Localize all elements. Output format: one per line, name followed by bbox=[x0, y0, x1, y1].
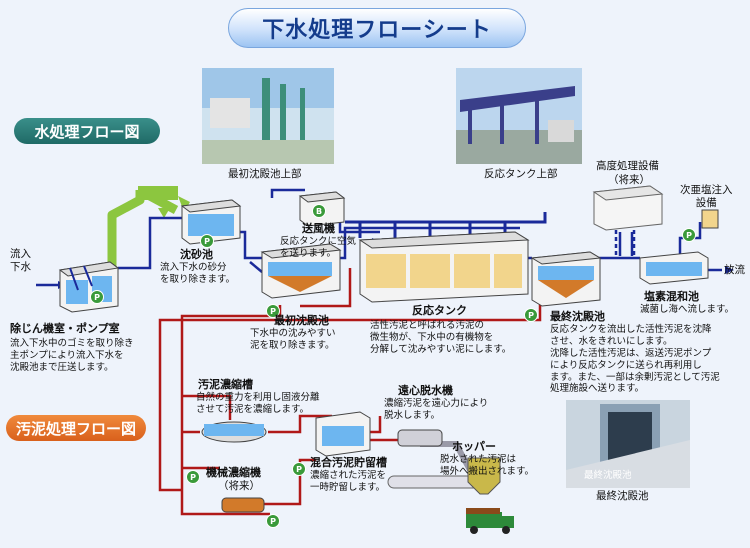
blower-marker: B bbox=[312, 204, 326, 218]
water-flow-badge: 水処理フロー図 bbox=[14, 118, 160, 144]
label-inflow: 流入 下水 bbox=[10, 248, 31, 274]
photo-final-clarifier bbox=[566, 400, 690, 488]
photo-caption-final: 最終沈殿池 bbox=[596, 490, 649, 502]
hopper bbox=[467, 457, 501, 495]
label-final: 最終沈殿池 bbox=[550, 310, 605, 323]
grit-hopper-icon bbox=[158, 208, 170, 218]
tank-final bbox=[530, 251, 602, 307]
sludge-flow-badge: 汚泥処理フロー図 bbox=[6, 415, 146, 441]
photo-overlay-final: 最終沈殿池 bbox=[584, 470, 632, 481]
label-hopper: ホッパー bbox=[452, 440, 496, 453]
label-gravity: 汚泥濃縮槽 bbox=[198, 378, 253, 391]
label-centrifuge: 遠心脱水機 bbox=[398, 384, 453, 397]
desc-final: 反応タンクを流出した活性汚泥を沈降 させ、水をきれいにします。 沈降した活性汚泥… bbox=[550, 324, 720, 395]
page-title: 下水処理フローシート bbox=[228, 8, 526, 48]
tank-reactor bbox=[358, 231, 530, 303]
tank-mixed-storage bbox=[315, 411, 371, 457]
centrifuge bbox=[397, 429, 443, 447]
pump-marker: P bbox=[200, 234, 214, 248]
desc-mixed: 濃縮された汚泥を 一時貯留します。 bbox=[310, 470, 387, 493]
desc-hopper: 脱水された汚泥は 場外へ搬出されます。 bbox=[440, 454, 535, 477]
mech-thickener bbox=[221, 497, 265, 513]
desc-centrifuge: 濃縮汚泥を遠心力により 脱水します。 bbox=[384, 398, 489, 421]
inflow-channel bbox=[138, 186, 178, 200]
advanced-link-dashed bbox=[614, 230, 636, 258]
label-screen-pump: 除じん機室・ポンプ室 bbox=[10, 322, 120, 335]
label-discharge: 放流 bbox=[724, 264, 745, 276]
label-hypo: 次亜塩注入 設備 bbox=[680, 184, 733, 210]
photo-reactor-top bbox=[456, 68, 582, 164]
label-mixed: 混合汚泥貯留槽 bbox=[310, 456, 387, 469]
tank-primary bbox=[260, 243, 342, 299]
tank-grit bbox=[180, 199, 242, 245]
pump-marker: P bbox=[524, 308, 538, 322]
photo-caption-primary-top: 最初沈殿池上部 bbox=[228, 168, 302, 180]
grit-hopper-icon-2 bbox=[178, 196, 190, 212]
desc-screen-pump: 流入下水中のゴミを取り除き 主ポンプにより流入下水を 沈殿池まで圧送します。 bbox=[10, 338, 134, 373]
desc-grit: 流入下水の砂分 を取り除きます。 bbox=[160, 262, 236, 285]
desc-primary: 下水中の沈みやすい 泥を取り除きます。 bbox=[250, 328, 336, 351]
tank-screen-pump bbox=[58, 261, 120, 313]
label-grit: 沈砂池 bbox=[180, 248, 213, 261]
advanced-treatment bbox=[592, 185, 664, 231]
pump-marker: P bbox=[266, 304, 280, 318]
desc-blower: 反応タンクに空気 を送ります。 bbox=[280, 236, 357, 259]
label-advanced-future: （将来） bbox=[608, 174, 650, 186]
desc-chlorine: 滅菌し海へ流します。 bbox=[640, 304, 735, 315]
label-advanced: 高度処理設備 bbox=[596, 160, 659, 172]
label-mech: 機械濃縮機 bbox=[206, 466, 261, 479]
sludge-flow-lines bbox=[158, 268, 542, 516]
label-chlorine: 塩素混和池 bbox=[644, 290, 699, 303]
tank-gravity-thickener bbox=[201, 421, 267, 443]
pump-marker: P bbox=[682, 228, 696, 242]
pump-marker: P bbox=[186, 470, 200, 484]
pump-marker: P bbox=[90, 290, 104, 304]
pump-marker: P bbox=[266, 514, 280, 528]
label-mech-future: （将来） bbox=[218, 480, 260, 492]
photo-primary-clarifier-top bbox=[202, 68, 334, 164]
hypo-injection bbox=[701, 209, 719, 229]
label-primary: 最初沈殿池 bbox=[274, 314, 329, 327]
label-reactor: 反応タンク bbox=[412, 304, 467, 317]
pump-marker: P bbox=[292, 462, 306, 476]
truck-icon bbox=[466, 508, 514, 534]
desc-reactor: 活性汚泥と呼ばれる汚泥の 微生物が、下水中の有機物を 分解して沈みやすい泥にしま… bbox=[370, 320, 512, 355]
tank-chlorine bbox=[639, 251, 709, 285]
label-blower: 送風機 bbox=[302, 222, 335, 235]
desc-gravity: 自然の重力を利用し固液分離 させて汚泥を濃縮します。 bbox=[196, 392, 320, 415]
photo-caption-reactor-top: 反応タンク上部 bbox=[484, 168, 558, 180]
